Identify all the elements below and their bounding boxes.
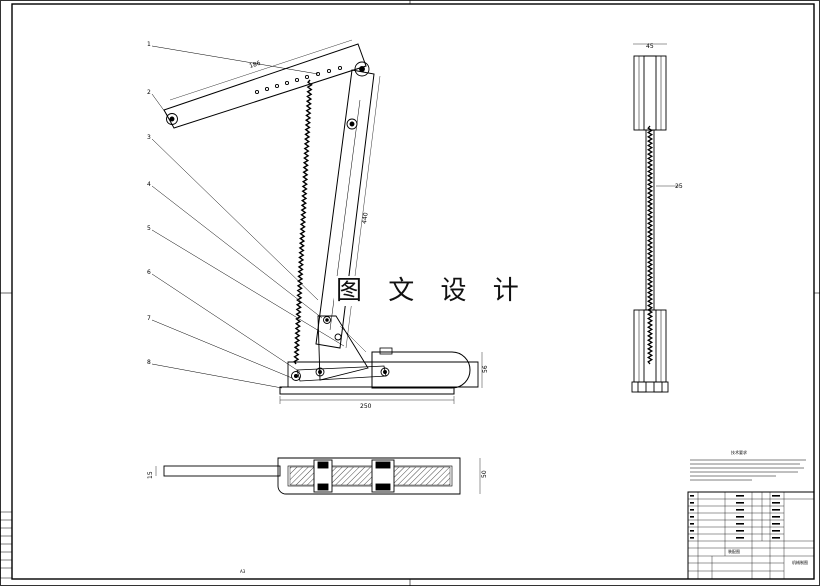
side-spring — [646, 125, 654, 365]
sheet-mark: A3 — [240, 569, 246, 574]
balloon-2: 2 — [147, 89, 151, 96]
notes-title: 技术要求 — [731, 449, 747, 455]
dim-plan-right: 50 — [481, 470, 488, 478]
slider-block — [371, 351, 471, 389]
lower-link — [296, 365, 387, 382]
dim-side-mid: 25 — [675, 183, 683, 190]
balloon-7: 7 — [147, 315, 151, 322]
dim-top-arm: 186 — [248, 60, 261, 70]
plan-arm — [163, 465, 281, 477]
title-block: 装配图 机械制图 — [687, 491, 815, 580]
upright-link — [315, 69, 375, 349]
tension-spring — [293, 79, 313, 365]
balloon-6: 6 — [147, 269, 151, 276]
title-drawing-name: 装配图 — [728, 548, 740, 554]
dim-plan-left: 15 — [147, 471, 154, 479]
dimension-texts: 186 440 250 56 45 25 15 50 A3 — [147, 43, 683, 574]
balloon-labels: 1 2 3 4 5 6 7 8 — [147, 41, 151, 366]
balloon-3: 3 — [147, 134, 151, 141]
balloon-8: 8 — [147, 359, 151, 366]
dim-upright: 440 — [361, 212, 370, 224]
side-foot — [631, 381, 669, 393]
balloon-1: 1 — [147, 41, 151, 48]
base-housing — [287, 361, 479, 388]
side-view — [631, 43, 680, 393]
plan-view — [155, 457, 481, 495]
dim-base-height: 56 — [482, 365, 489, 373]
plan-housing — [277, 457, 461, 495]
balloon-4: 4 — [147, 181, 151, 188]
dim-base-length: 250 — [360, 403, 372, 410]
technical-notes: 技术要求 — [690, 449, 806, 481]
title-school: 机械制图 — [792, 559, 808, 565]
balloon-5: 5 — [147, 225, 151, 232]
triangular-bracket — [317, 315, 369, 381]
top-lever-arm — [163, 43, 367, 129]
binding-margin-table — [0, 511, 13, 579]
watermark-stamp: 图 文 设 计 — [334, 276, 530, 306]
front-view — [163, 39, 483, 404]
dim-side-width: 45 — [646, 43, 654, 50]
leader-lines — [151, 45, 345, 389]
